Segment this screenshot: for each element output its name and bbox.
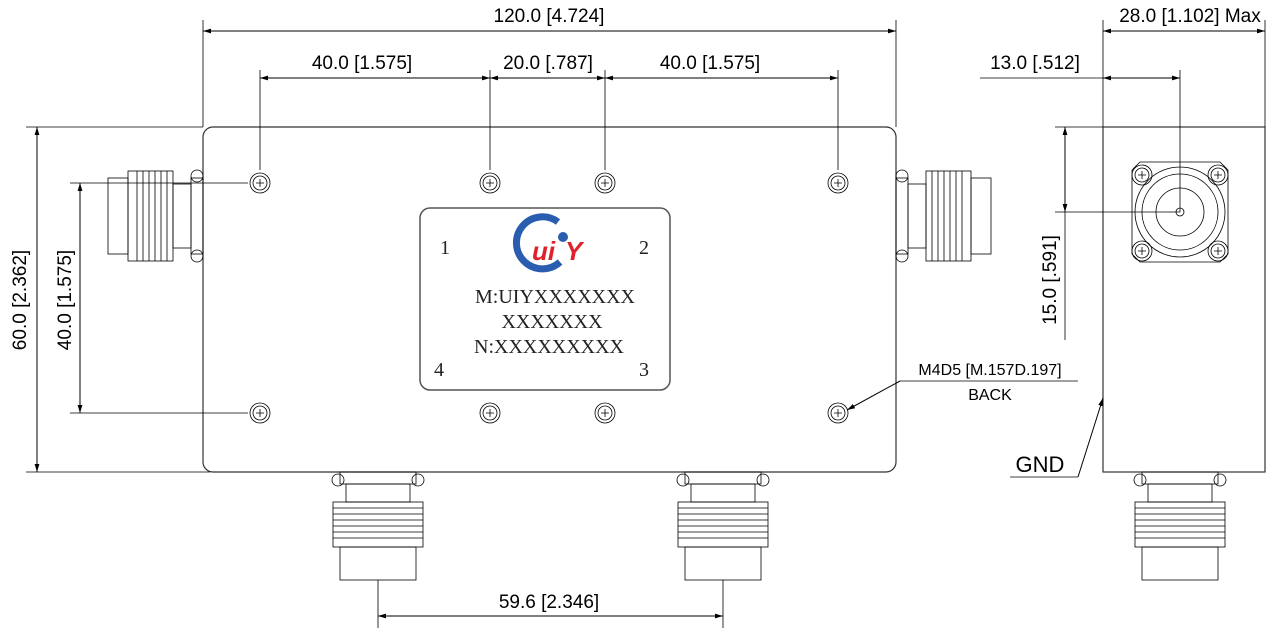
mount-hole-icon [249, 172, 271, 194]
port-label-4: 4 [434, 359, 444, 381]
mount-hole-note: M4D5 [M.157D.197] BACK [846, 362, 1078, 411]
dimension-side-width: 28.0 [1.102] Max [1102, 6, 1266, 127]
svg-text:120.0 [4.724]: 120.0 [4.724] [494, 6, 605, 27]
ground-note: GND [1010, 397, 1104, 478]
port-label-2: 2 [639, 237, 649, 259]
uiy-logo: ui Y [512, 213, 585, 273]
svg-text:20.0 [.787]: 20.0 [.787] [503, 53, 593, 74]
svg-text:M4D5 [M.157D.197]: M4D5 [M.157D.197] [918, 362, 1061, 379]
connector-port-4 [331, 471, 425, 581]
svg-text:59.6 [2.346]: 59.6 [2.346] [499, 592, 599, 613]
dimension-overall-height: 60.0 [2.362] [10, 126, 210, 473]
svg-text:GND: GND [1016, 452, 1065, 477]
model-text: M:UIYXXXXXXX [475, 286, 636, 308]
port-label-3: 3 [639, 359, 649, 381]
svg-text:28.0 [1.102] Max: 28.0 [1.102] Max [1119, 6, 1261, 27]
serial-text: N:XXXXXXXXX [474, 336, 625, 358]
dimension-side-offset-x: 13.0 [.512] [980, 53, 1181, 212]
mount-hole-icon [827, 172, 849, 194]
mount-hole-icon [479, 402, 501, 424]
model-text-2: XXXXXXX [501, 311, 603, 333]
dimension-connector-spacing: 59.6 [2.346] [377, 580, 724, 628]
svg-text:BACK: BACK [968, 387, 1012, 404]
mount-hole-icon [827, 402, 849, 424]
label-plate: ui Y 1 2 4 3 M:UIYXXXXXXX XXXXXXX N:XXXX… [419, 207, 671, 391]
connector-port-3 [676, 471, 770, 581]
coupler-body-side [1102, 126, 1266, 473]
dimension-hole-spacing: 40.0 [1.575] 20.0 [.787] 40.0 [1.575] [259, 53, 839, 170]
svg-text:40.0 [1.575]: 40.0 [1.575] [660, 53, 760, 74]
mount-hole-icon [594, 172, 616, 194]
dimension-side-offset-y: 15.0 [.591] [1040, 126, 1180, 340]
mount-hole-icon [479, 172, 501, 194]
connector-port-1 [107, 169, 204, 263]
svg-text:ui: ui [532, 236, 556, 266]
port-label-1: 1 [440, 237, 450, 259]
mount-hole-icon [594, 402, 616, 424]
svg-text:13.0 [.512]: 13.0 [.512] [990, 53, 1080, 74]
dimension-hole-spacing-vertical: 40.0 [1.575] [55, 182, 248, 414]
svg-text:40.0 [1.575]: 40.0 [1.575] [312, 53, 412, 74]
svg-text:60.0 [2.362]: 60.0 [2.362] [10, 250, 31, 350]
dimension-overall-length: 120.0 [4.724] [202, 6, 897, 127]
connector-port-2 [895, 169, 992, 263]
mount-hole-icon [249, 402, 271, 424]
svg-text:15.0 [.591]: 15.0 [.591] [1040, 235, 1061, 325]
svg-text:Y: Y [565, 236, 585, 266]
svg-text:40.0 [1.575]: 40.0 [1.575] [55, 250, 76, 350]
connector-side-bottom [1133, 471, 1227, 581]
